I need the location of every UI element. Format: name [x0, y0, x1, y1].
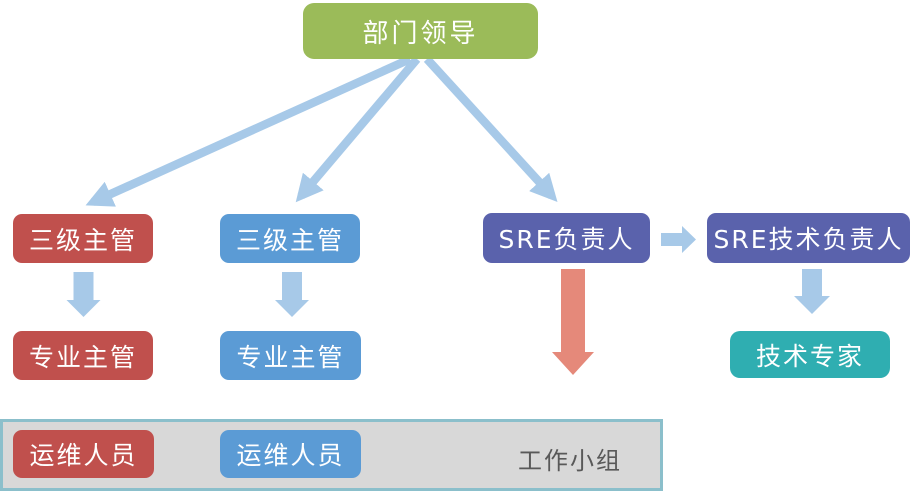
arrow-dept-to-level3-a	[85, 55, 412, 207]
node-level3-manager-a: 三级主管	[13, 214, 153, 263]
arrow-dept-to-level3-b	[295, 56, 421, 203]
node-ops-staff-a: 运维人员	[13, 430, 154, 478]
node-tech-expert: 技术专家	[730, 331, 890, 378]
node-sre-tech-owner: SRE技术负责人	[707, 213, 910, 263]
arrow-sre-to-workgroup	[552, 269, 594, 375]
arrow-level3a-to-promgra	[66, 272, 101, 317]
node-sre-owner: SRE负责人	[483, 213, 650, 263]
arrow-level3b-to-promgrb	[275, 272, 309, 317]
node-ops-staff-b: 运维人员	[220, 430, 361, 478]
work-group-label: 工作小组	[518, 447, 622, 475]
node-dept-leader: 部门领导	[303, 3, 538, 59]
arrow-sretech-to-expert	[794, 269, 830, 314]
node-level3-manager-b: 三级主管	[220, 214, 360, 263]
node-pro-manager-b: 专业主管	[220, 331, 361, 380]
arrow-dept-to-sre-owner	[423, 56, 558, 203]
arrow-sre-to-sretech	[661, 226, 696, 253]
node-pro-manager-a: 专业主管	[13, 331, 153, 380]
